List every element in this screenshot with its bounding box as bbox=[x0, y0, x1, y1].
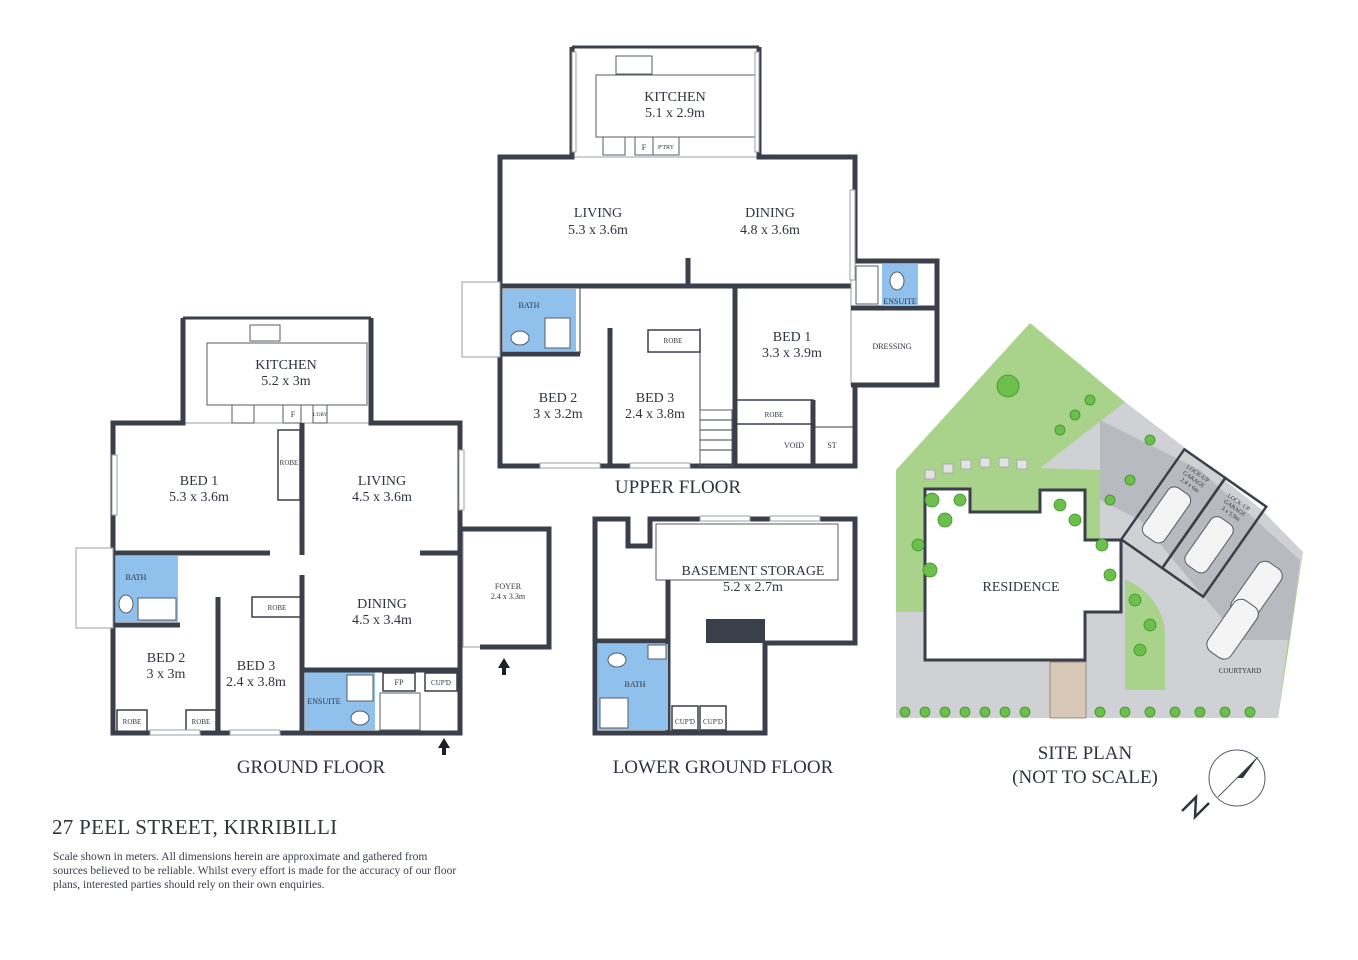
ground-bed1-dim: 5.3 x 3.6m bbox=[169, 490, 229, 505]
upper-ensuite-label: ENSUITE bbox=[883, 297, 916, 306]
upper-bed2-dim: 3 x 3.2m bbox=[533, 407, 583, 422]
lower-storage-name: BASEMENT STORAGE bbox=[681, 564, 824, 579]
upper-bed1-dim: 3.3 x 3.9m bbox=[762, 346, 822, 361]
ground-bed1-name: BED 1 bbox=[180, 474, 219, 489]
ground-foyer-windows bbox=[462, 528, 550, 648]
lower-bath-label: BATH bbox=[625, 680, 646, 689]
lower-storage-dim: 5.2 x 2.7m bbox=[723, 580, 783, 595]
upper-void-label: VOID bbox=[784, 441, 804, 450]
site-courtyard-garden bbox=[1125, 580, 1166, 690]
north-arrow-icon bbox=[1181, 749, 1266, 821]
ground-floor-title: GROUND FLOOR bbox=[237, 757, 386, 778]
upper-bed3-robe-label: ROBE bbox=[664, 337, 683, 345]
site-courtyard-label: COURTYARD bbox=[1219, 667, 1261, 675]
ground-bed1-robe-label: ROBE bbox=[280, 459, 299, 467]
ground-bed2-robe-left-label: ROBE bbox=[123, 718, 142, 726]
upper-bed1-robe-label: ROBE bbox=[765, 411, 784, 419]
upper-bed3-dim: 2.4 x 3.8m bbox=[625, 407, 685, 422]
ground-bed3-robe-label: ROBE bbox=[268, 604, 287, 612]
ground-dining-name: DINING bbox=[357, 597, 407, 612]
ground-ensuite-label: ENSUITE bbox=[307, 697, 340, 706]
disclaimer-line-2: sources believed to be reliable. Whilst … bbox=[53, 865, 457, 877]
upper-bed2-name: BED 2 bbox=[539, 391, 578, 406]
ground-bed2-name: BED 2 bbox=[147, 651, 186, 666]
upper-pantry-label: P'TRY bbox=[658, 145, 675, 151]
lower-storage-shelving bbox=[655, 523, 839, 581]
site-residence-footprint bbox=[923, 487, 1123, 662]
ground-side-entry-arrow-icon bbox=[438, 738, 450, 748]
site-stepping-stones bbox=[924, 457, 1028, 480]
property-address: 27 PEEL STREET, KIRRIBILLI bbox=[52, 815, 338, 839]
ground-cupd-label: CUP'D bbox=[431, 679, 451, 687]
ground-outer-walls bbox=[110, 318, 463, 736]
upper-dining-name: DINING bbox=[745, 206, 795, 221]
ground-entry-arrow-icon bbox=[498, 658, 510, 668]
ground-laundry-label: L'DRY bbox=[313, 413, 328, 418]
ground-living-name: LIVING bbox=[358, 474, 406, 489]
upper-living-dim: 5.3 x 3.6m bbox=[568, 223, 628, 238]
ground-living-dim: 4.5 x 3.6m bbox=[352, 490, 412, 505]
lower-retaining-wall bbox=[706, 619, 765, 643]
site-plan: LOCK-UP GARAGE 2.4 x 6m LOCK-UP GARAGE 3… bbox=[896, 323, 1303, 821]
ground-bed2-robe-right-label: ROBE bbox=[192, 718, 211, 726]
lower-cupd-right-label: CUP'D bbox=[703, 718, 723, 726]
ground-bath-label: BATH bbox=[126, 573, 147, 582]
site-entry-path bbox=[1049, 661, 1087, 719]
ground-kitchen-dim: 5.2 x 3m bbox=[261, 374, 311, 389]
site-plan-subtitle: (NOT TO SCALE) bbox=[1012, 767, 1158, 788]
upper-cooktop bbox=[602, 136, 626, 156]
upper-bath-label: BATH bbox=[519, 301, 540, 310]
lower-outer-walls bbox=[592, 516, 858, 736]
upper-store-label: ST bbox=[827, 441, 836, 450]
ground-kitchen-name: KITCHEN bbox=[255, 358, 316, 373]
disclaimer-line-1: Scale shown in meters. All dimensions he… bbox=[53, 851, 428, 863]
ground-fridge-label: F bbox=[291, 410, 296, 419]
ground-floor-plan: KITCHEN 5.2 x 3m F L'DRY BED 1 5.3 x 3.6… bbox=[75, 316, 552, 778]
upper-dining-dim: 4.8 x 3.6m bbox=[740, 223, 800, 238]
lower-cupd-left-label: CUP'D bbox=[675, 718, 695, 726]
ground-foyer-dim: 2.4 x 3.3m bbox=[491, 592, 526, 601]
lower-ground-floor-plan: BASEMENT STORAGE 5.2 x 2.7m BATH CUP'D C… bbox=[592, 515, 858, 778]
upper-kitchen-sink bbox=[615, 55, 653, 75]
ground-bed3-dim: 2.4 x 3.8m bbox=[226, 675, 286, 690]
upper-toilet bbox=[510, 330, 530, 346]
disclaimer-line-3: plans, interested parties should rely on… bbox=[53, 879, 325, 891]
lower-ground-floor-title: LOWER GROUND FLOOR bbox=[613, 757, 834, 778]
ground-fp-label: FP bbox=[395, 678, 404, 687]
site-car-icon-1 bbox=[1141, 486, 1192, 544]
site-car-icon-2 bbox=[1184, 516, 1234, 574]
ground-dining-dim: 4.5 x 3.4m bbox=[352, 613, 412, 628]
upper-fridge-label: F bbox=[642, 143, 647, 152]
ground-foyer-name: FOYER bbox=[495, 582, 522, 591]
upper-shower bbox=[544, 317, 571, 349]
site-plan-title: SITE PLAN bbox=[1038, 743, 1133, 764]
upper-floor-title: UPPER FLOOR bbox=[615, 477, 741, 498]
site-residence-label: RESIDENCE bbox=[983, 580, 1060, 595]
upper-floor-plan: KITCHEN 5.1 x 2.9m F P'TRY LIVING 5.3 x … bbox=[461, 45, 940, 498]
site-car-icon-4 bbox=[1206, 598, 1259, 660]
upper-kitchen-name: KITCHEN bbox=[644, 90, 705, 105]
disclaimer-text: Scale shown in meters. All dimensions he… bbox=[53, 850, 523, 892]
upper-bed3-name: BED 3 bbox=[636, 391, 675, 406]
site-tree-icons bbox=[899, 374, 1256, 718]
upper-living-name: LIVING bbox=[574, 206, 622, 221]
upper-bed1-name: BED 1 bbox=[773, 330, 812, 345]
ground-bed3-name: BED 3 bbox=[237, 659, 276, 674]
site-garages: LOCK-UP GARAGE 2.4 x 6m LOCK-UP GARAGE 3… bbox=[1119, 447, 1269, 599]
upper-kitchen-dim: 5.1 x 2.9m bbox=[645, 106, 705, 121]
upper-dressing-label: DRESSING bbox=[872, 342, 911, 351]
ground-bathtub bbox=[137, 597, 177, 621]
ground-bed2-dim: 3 x 3m bbox=[147, 667, 186, 682]
